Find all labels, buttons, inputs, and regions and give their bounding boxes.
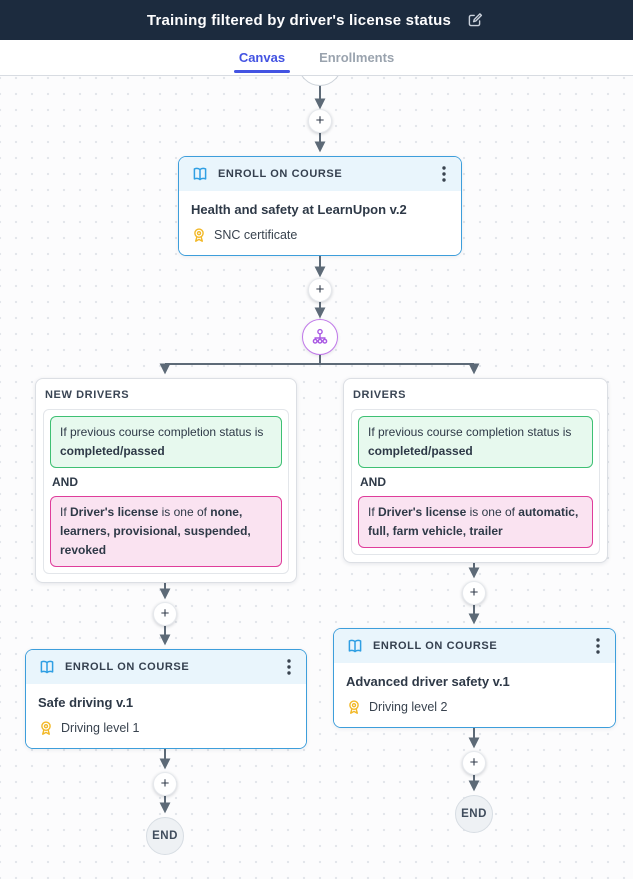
award-ribbon-icon	[349, 700, 359, 714]
certificate-row: SNC certificate	[191, 227, 449, 243]
condition-value: none, learners, provisional, suspended, …	[60, 505, 251, 557]
add-step-button[interactable]: +	[308, 109, 332, 133]
edit-title-button[interactable]	[464, 9, 486, 31]
license-condition: If Driver's license is one of automatic,…	[358, 496, 593, 548]
book-open-icon	[193, 167, 207, 181]
enroll-course-card-right[interactable]: ENROLL ON COURSE Advanced driver safety …	[333, 628, 616, 728]
award-ribbon-icon	[194, 228, 204, 242]
branch-node[interactable]	[302, 319, 338, 355]
end-node: END	[146, 817, 184, 855]
certificate-label: Driving level 2	[369, 700, 448, 714]
course-title: Health and safety at LearnUpon v.2	[191, 202, 407, 217]
branch-card-new-drivers[interactable]: NEW DRIVERS If previous course completio…	[35, 378, 297, 583]
branch-name: NEW DRIVERS	[45, 389, 130, 401]
card-type-label: ENROLL ON COURSE	[218, 168, 343, 180]
enroll-course-card-top[interactable]: ENROLL ON COURSE Health and safety at Le…	[178, 156, 462, 256]
org-branch-icon	[312, 328, 328, 344]
book-open-icon	[40, 660, 54, 674]
course-card-header: ENROLL ON COURSE	[334, 629, 615, 663]
add-step-button[interactable]: +	[308, 278, 332, 302]
book-open-icon	[348, 639, 362, 653]
add-step-button[interactable]: +	[153, 602, 177, 626]
certificate-row: Driving level 2	[346, 699, 603, 715]
condition-text: If	[368, 505, 379, 519]
add-step-button[interactable]: +	[462, 581, 486, 605]
add-step-button[interactable]: +	[462, 751, 486, 775]
course-title: Safe driving v.1	[38, 695, 134, 710]
add-step-button[interactable]: +	[153, 772, 177, 796]
course-title: Advanced driver safety v.1	[346, 674, 510, 689]
end-node: END	[455, 795, 493, 833]
workflow-canvas[interactable]: + + + + + + ENROLL ON COURSE Health and	[0, 76, 633, 879]
enroll-course-card-left[interactable]: ENROLL ON COURSE Safe driving v.1 Drivin…	[25, 649, 307, 749]
kebab-menu-icon	[287, 659, 291, 675]
certificate-row: Driving level 1	[38, 720, 294, 736]
app-header: Training filtered by driver's license st…	[0, 0, 633, 40]
condition-text: If	[60, 505, 71, 519]
condition-text: If previous course completion status is	[60, 425, 264, 439]
kebab-menu-icon	[442, 166, 446, 182]
condition-value: automatic, full, farm vehicle, trailer	[368, 505, 579, 538]
card-type-label: ENROLL ON COURSE	[65, 661, 190, 673]
condition-field: Driver's license	[70, 505, 159, 519]
condition-value: completed/passed	[60, 444, 165, 458]
previous-node-partial	[298, 76, 342, 86]
card-type-label: ENROLL ON COURSE	[373, 640, 498, 652]
condition-text: If previous course completion status is	[368, 425, 572, 439]
edit-pencil-square-icon	[468, 13, 483, 27]
certificate-label: Driving level 1	[61, 721, 140, 735]
license-condition: If Driver's license is one of none, lear…	[50, 496, 282, 567]
condition-field: Driver's license	[378, 505, 467, 519]
condition-group: If previous course completion status is …	[43, 409, 289, 574]
kebab-menu-button[interactable]	[439, 165, 449, 183]
branch-name: DRIVERS	[353, 389, 407, 401]
tab-enrollments[interactable]: Enrollments	[317, 40, 396, 75]
tab-bar: Canvas Enrollments	[0, 40, 633, 76]
condition-value: completed/passed	[368, 444, 473, 458]
completion-condition: If previous course completion status is …	[358, 416, 593, 468]
page-title: Training filtered by driver's license st…	[146, 11, 452, 29]
kebab-menu-button[interactable]	[284, 658, 294, 676]
course-card-header: ENROLL ON COURSE	[26, 650, 306, 684]
branch-card-drivers[interactable]: DRIVERS If previous course completion st…	[343, 378, 608, 563]
award-ribbon-icon	[41, 721, 51, 735]
tab-canvas[interactable]: Canvas	[233, 40, 291, 75]
certificate-label: SNC certificate	[214, 228, 298, 242]
condition-text: is one of	[158, 505, 211, 519]
condition-group: If previous course completion status is …	[351, 409, 600, 555]
condition-operator: AND	[360, 475, 386, 489]
condition-operator: AND	[52, 475, 78, 489]
course-card-body: Health and safety at LearnUpon v.2 SNC c…	[179, 191, 461, 255]
condition-text: is one of	[466, 505, 519, 519]
course-card-header: ENROLL ON COURSE	[179, 157, 461, 191]
completion-condition: If previous course completion status is …	[50, 416, 282, 468]
kebab-menu-icon	[596, 638, 600, 654]
course-card-body: Advanced driver safety v.1 Driving level…	[334, 663, 615, 727]
kebab-menu-button[interactable]	[593, 637, 603, 655]
course-card-body: Safe driving v.1 Driving level 1	[26, 684, 306, 748]
